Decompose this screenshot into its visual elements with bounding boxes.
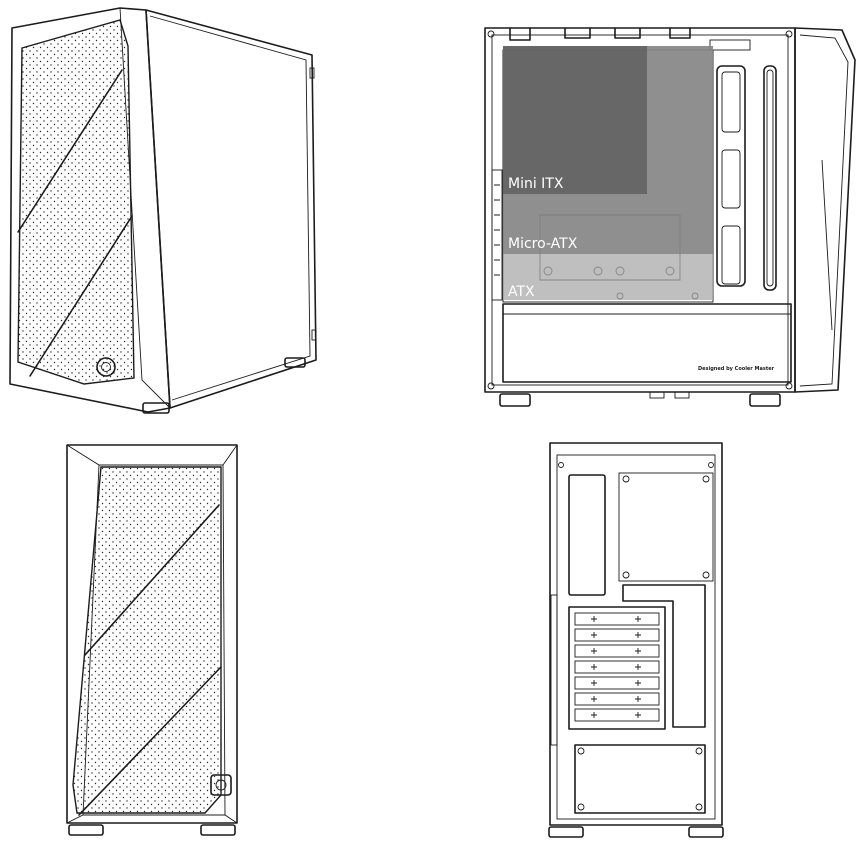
zone-mini-itx: [503, 46, 647, 194]
rear-fan-grill: [618, 472, 714, 582]
expansion-slot-bay: [568, 606, 666, 730]
foot: [284, 357, 306, 368]
expansion-slot: [574, 692, 660, 706]
brand-text: Designed by Cooler Master: [698, 366, 775, 372]
zone-label-atx: ATX: [508, 284, 535, 300]
foot: [749, 393, 781, 407]
front-three-quarter-drawing: [9, 7, 317, 414]
foot: [688, 826, 724, 838]
foot: [68, 824, 104, 836]
zone-label-micro-atx: Micro-ATX: [508, 236, 578, 252]
front-mesh: [17, 19, 135, 385]
front-mesh: [72, 466, 222, 814]
rear-chassis: [549, 442, 723, 826]
side-view-drawing: Mini ITX Micro-ATX ATX Designed by Coole…: [484, 27, 856, 407]
front-view-drawing: [66, 444, 238, 836]
front-bezel-profile: [794, 27, 856, 393]
rear-view-drawing: [548, 442, 724, 838]
front-panel-frame: [66, 444, 238, 824]
logo-badge: [96, 357, 116, 377]
foot: [548, 826, 584, 838]
expansion-slots: [574, 612, 660, 722]
foot: [200, 824, 236, 836]
view-front-three-quarter: [0, 0, 330, 420]
foot: [499, 393, 531, 407]
expansion-slot: [574, 676, 660, 690]
io-shield-cutout: [568, 474, 606, 596]
expansion-slot: [574, 644, 660, 658]
logo-badge: [210, 774, 232, 796]
expansion-slot: [574, 628, 660, 642]
view-rear: [535, 435, 735, 844]
expansion-slot: [574, 612, 660, 626]
foot: [142, 402, 170, 414]
expansion-slot: [574, 660, 660, 674]
view-side-panel-open: Mini ITX Micro-ATX ATX Designed by Coole…: [470, 0, 860, 420]
view-front: [55, 435, 255, 844]
psu-cutout: [574, 744, 706, 814]
expansion-slot: [574, 708, 660, 722]
zone-label-mini-itx: Mini ITX: [508, 176, 564, 192]
psu-shroud: [502, 303, 792, 383]
case-side-panel: [145, 9, 317, 409]
